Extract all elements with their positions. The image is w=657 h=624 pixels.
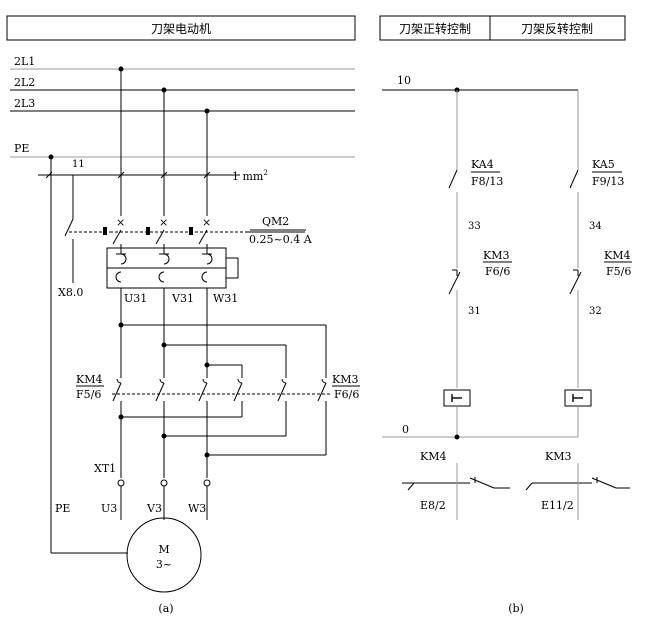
caption-b: (b) [508,602,524,615]
km3-name-b: KM3 [483,249,509,262]
motor-terminal-v3: V3 [146,502,162,515]
ka5-name: KA5 [592,158,615,171]
bus-label-2l2: 2L2 [14,76,35,89]
x80-label: X8.0 [58,286,83,299]
terminal-v [160,479,168,487]
breaker-out-w31: W31 [213,292,238,305]
km4-ref-b: F5/6 [606,265,631,278]
wire-label-0: 0 [402,423,409,436]
breaker-qm2-range: 0.25~0.4 A [249,233,313,246]
wire-label-32: 32 [589,306,602,317]
km4-name-a: KM4 [76,373,102,386]
terminal-u [117,479,125,487]
header-panel-b: 刀架正转控制 刀架反转控制 [379,15,626,41]
bus-label-2l3: 2L3 [14,97,35,110]
wire-label-33: 33 [468,221,481,232]
motor-terminal-u3: U3 [101,502,117,515]
wire-label-34: 34 [589,221,602,232]
xref-km4: KM4 E8/2 [402,450,510,520]
wire-label-31: 31 [468,306,481,317]
motor-symbol [126,517,202,593]
terminal-xt1-label: XT1 [94,462,116,475]
breaker-trip-marker: × [116,216,125,229]
svg-text:×: × [202,216,211,229]
xref-km3-name: KM3 [545,450,571,463]
wire-label-10: 10 [397,74,411,87]
terminal-w [203,479,211,487]
svg-text:×: × [159,216,168,229]
panel-a: 2L1 2L2 2L3 PE 11 1 mm2 X8.0 × × [10,55,360,615]
motor-name: M [158,543,169,556]
breaker-out-v31: V31 [171,292,194,305]
header-reverse-control: 刀架反转控制 [521,21,593,36]
ka4-ref: F8/13 [471,175,503,188]
km3-ref-a: F6/6 [334,388,359,401]
wire-label-11: 11 [72,159,85,170]
bus-label-pe: PE [14,142,29,155]
xref-km4-name: KM4 [420,450,446,463]
header-panel-a: 刀架电动机 [6,15,356,41]
km3-name-a: KM3 [332,373,358,386]
km3-ref-b: F6/6 [485,265,510,278]
header-forward-control: 刀架正转控制 [399,21,471,36]
km4-name-b: KM4 [604,249,630,262]
wire-size-label: 1 mm2 [232,169,268,183]
motor-type: 3~ [156,558,172,571]
xref-km3-ref: E11/2 [541,499,574,512]
caption-a: (a) [158,602,173,615]
bus-label-2l1: 2L1 [14,55,35,68]
contactor-contacts [112,378,330,402]
km4-ref-a: F5/6 [76,388,101,401]
pe-label-bottom: PE [55,502,70,515]
breaker-out-u31: U31 [124,292,147,305]
xref-km3: KM3 E11/2 [525,450,630,520]
xref-km4-ref: E8/2 [420,499,446,512]
ka5-ref: F9/13 [592,175,624,188]
header-panel-a-title: 刀架电动机 [151,22,211,36]
panel-b: 10 KA4 F8/13 KA5 F9/13 33 34 KM3 F6/6 KM… [382,74,632,615]
breaker-qm2-name: QM2 [262,215,289,228]
motor-terminal-w3: W3 [188,502,206,515]
ka4-name: KA4 [471,158,494,171]
breaker-qm2: × × × Q [103,215,313,365]
